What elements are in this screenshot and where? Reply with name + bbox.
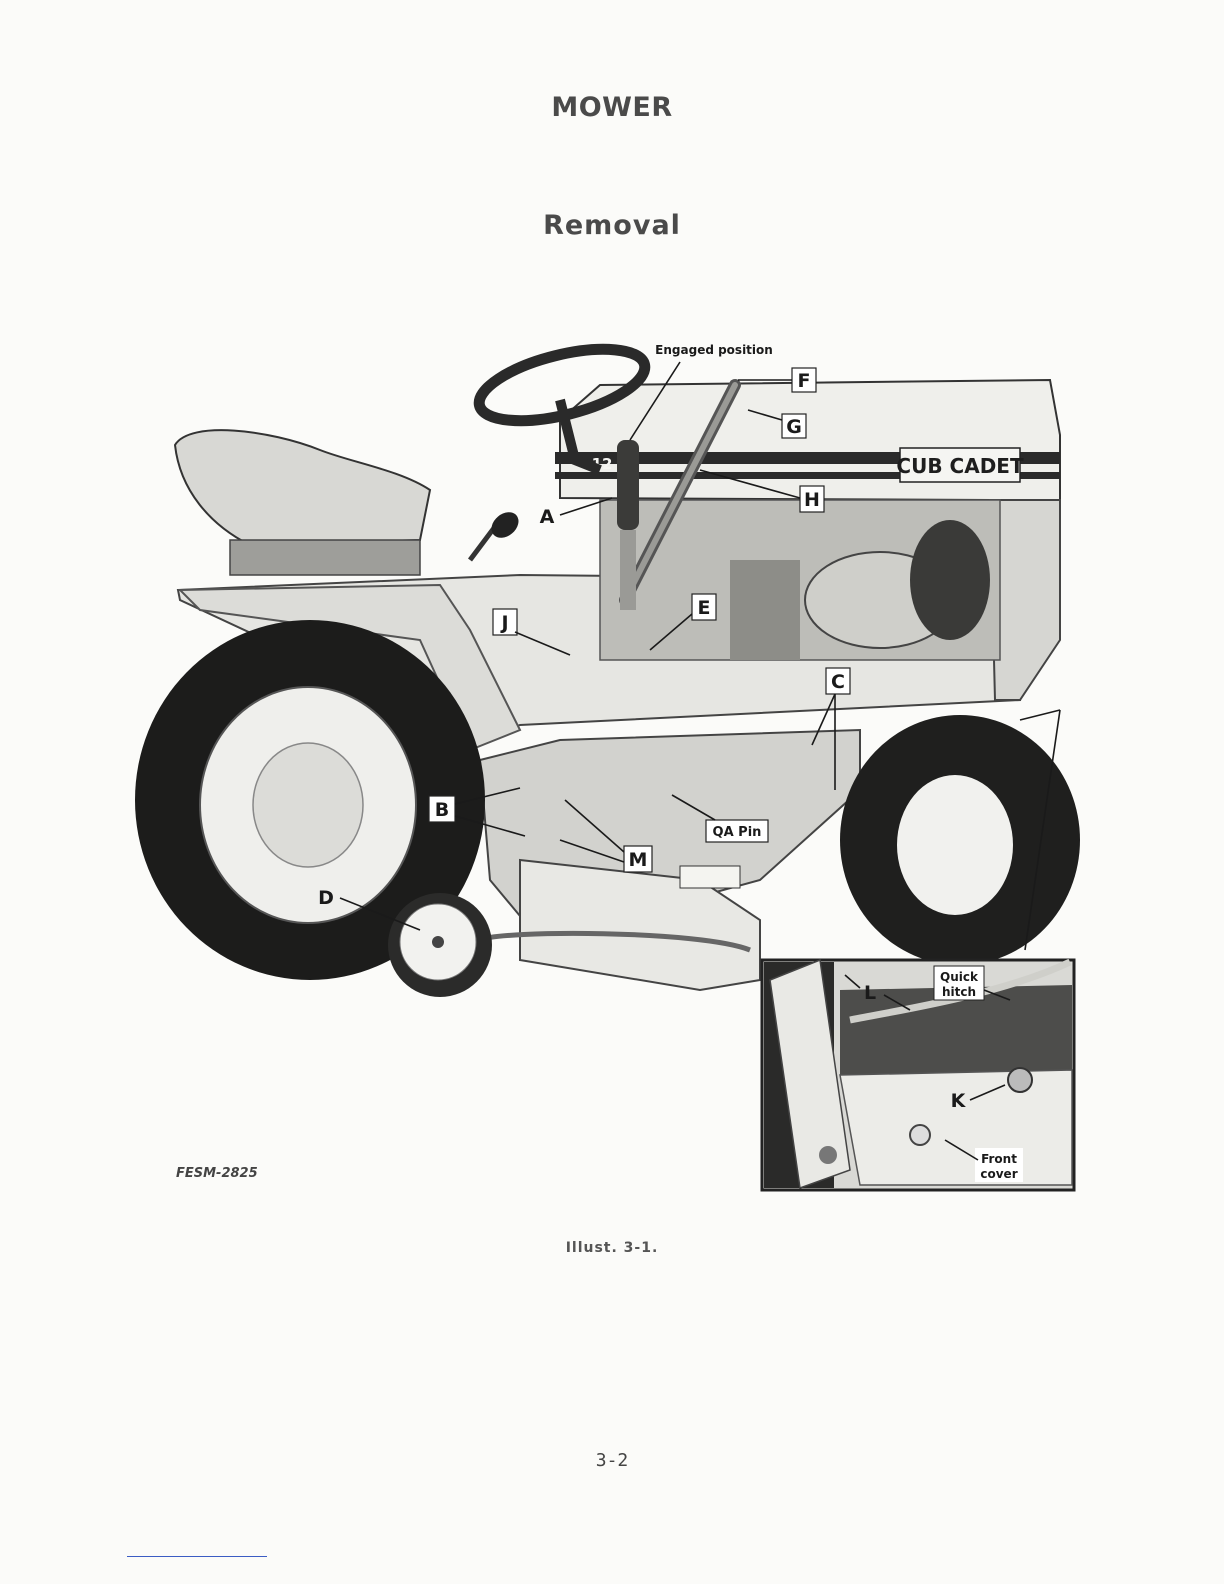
callout-m: M [629,849,648,871]
page-number: 3-2 [0,1450,1224,1471]
callout-h: H [804,489,820,511]
inset-quick-hitch: L Quick hitch K Front cover [762,960,1074,1190]
inset-front-cover-line2: cover [980,1167,1017,1181]
callout-d: D [318,887,334,909]
inset-quick-hitch-line2: hitch [942,985,976,999]
callout-f: F [798,370,811,392]
callout-qa-pin: QA Pin [713,825,762,840]
callout-b: B [435,799,449,821]
callout-c: C [831,671,845,693]
inset-callout-l: L [864,982,876,1004]
figure-caption: Illust. 3-1. [0,1240,1224,1256]
inset-quick-hitch-line1: Quick [940,970,979,984]
callout-a: A [540,506,555,528]
callout-j: J [499,612,508,634]
footer-rule [127,1556,267,1557]
inset-callout-k: K [951,1090,967,1112]
hood-brand-text: CUB CADET [896,454,1024,478]
callout-g: G [786,416,802,438]
engaged-position-label: Engaged position [655,343,773,357]
tractor-photo: CUB CADET 12 [135,335,1080,997]
inset-front-cover-line1: Front [981,1152,1017,1166]
callout-e: E [698,597,711,619]
figure-id: FESM-2825 [176,1166,258,1181]
